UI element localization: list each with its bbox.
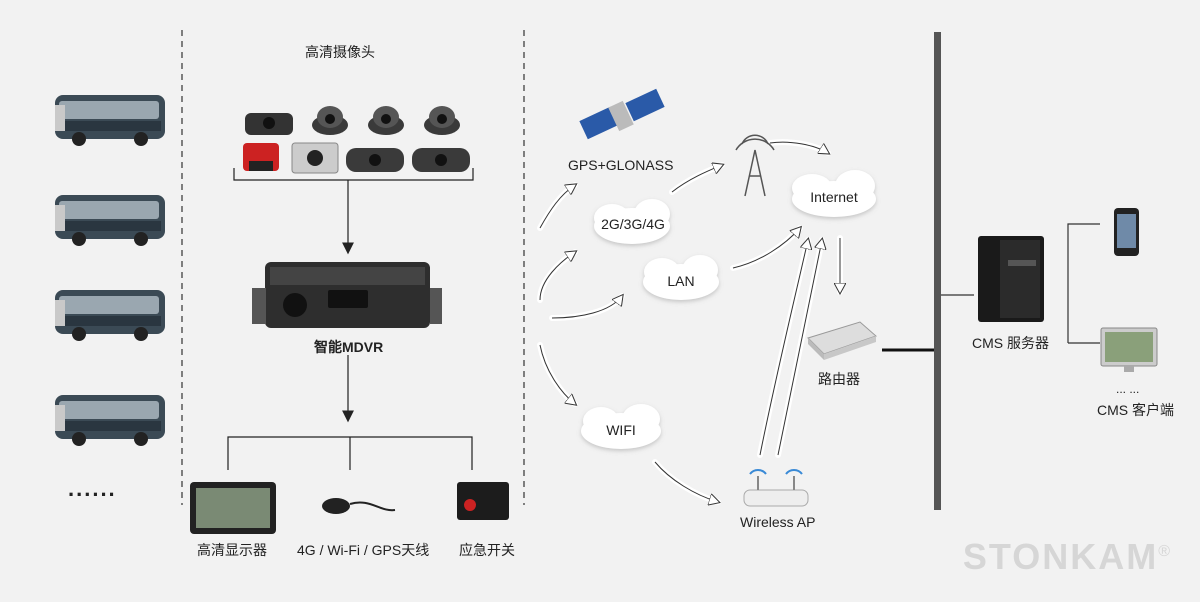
wifi-label: WIFI bbox=[606, 422, 636, 438]
bus-icon bbox=[55, 395, 165, 446]
server-icon bbox=[978, 236, 1044, 322]
server-label: CMS 服务器 bbox=[972, 335, 1049, 351]
network-backbone bbox=[934, 32, 941, 510]
cell-tower-icon bbox=[735, 134, 775, 197]
wireless-ap-label: Wireless AP bbox=[740, 514, 816, 530]
more-buses: ...... bbox=[68, 476, 117, 501]
mdvr-device-icon bbox=[252, 262, 442, 328]
internet-label: Internet bbox=[810, 189, 858, 205]
router-label: 路由器 bbox=[818, 371, 860, 387]
lan-cloud bbox=[643, 255, 719, 300]
router-icon bbox=[807, 321, 877, 360]
camera-bracket bbox=[233, 168, 474, 181]
internet-cloud bbox=[792, 170, 876, 217]
antenna-label: 4G / Wi-Fi / GPS天线 bbox=[297, 542, 430, 558]
satellite-icon bbox=[579, 88, 665, 140]
bus-icon bbox=[55, 195, 165, 246]
emergency-label: 应急开关 bbox=[459, 542, 515, 558]
monitor-client-icon bbox=[1100, 327, 1158, 372]
camera-icons bbox=[243, 106, 470, 174]
gps-label: GPS+GLONASS bbox=[568, 157, 674, 173]
cameras-title: 高清摄像头 bbox=[305, 44, 375, 60]
cellular-cloud bbox=[594, 199, 670, 244]
bus-icon bbox=[55, 95, 165, 146]
display-label: 高清显示器 bbox=[197, 542, 267, 558]
wifi-cloud bbox=[581, 404, 661, 449]
client-label: CMS 客户端 bbox=[1097, 402, 1174, 418]
wireless-ap-icon bbox=[743, 469, 809, 507]
emergency-switch-icon bbox=[457, 482, 509, 520]
antenna-icon bbox=[322, 498, 396, 514]
lan-label: LAN bbox=[667, 273, 695, 289]
client-ellipsis: ... ... bbox=[1116, 382, 1140, 396]
mdvr-label: 智能MDVR bbox=[314, 339, 384, 355]
brand-logo: STONKAM® bbox=[962, 536, 1172, 577]
phone-icon bbox=[1114, 208, 1139, 256]
cellular-label: 2G/3G/4G bbox=[601, 216, 665, 232]
bus-icon bbox=[55, 290, 165, 341]
monitor-icon bbox=[190, 482, 276, 534]
